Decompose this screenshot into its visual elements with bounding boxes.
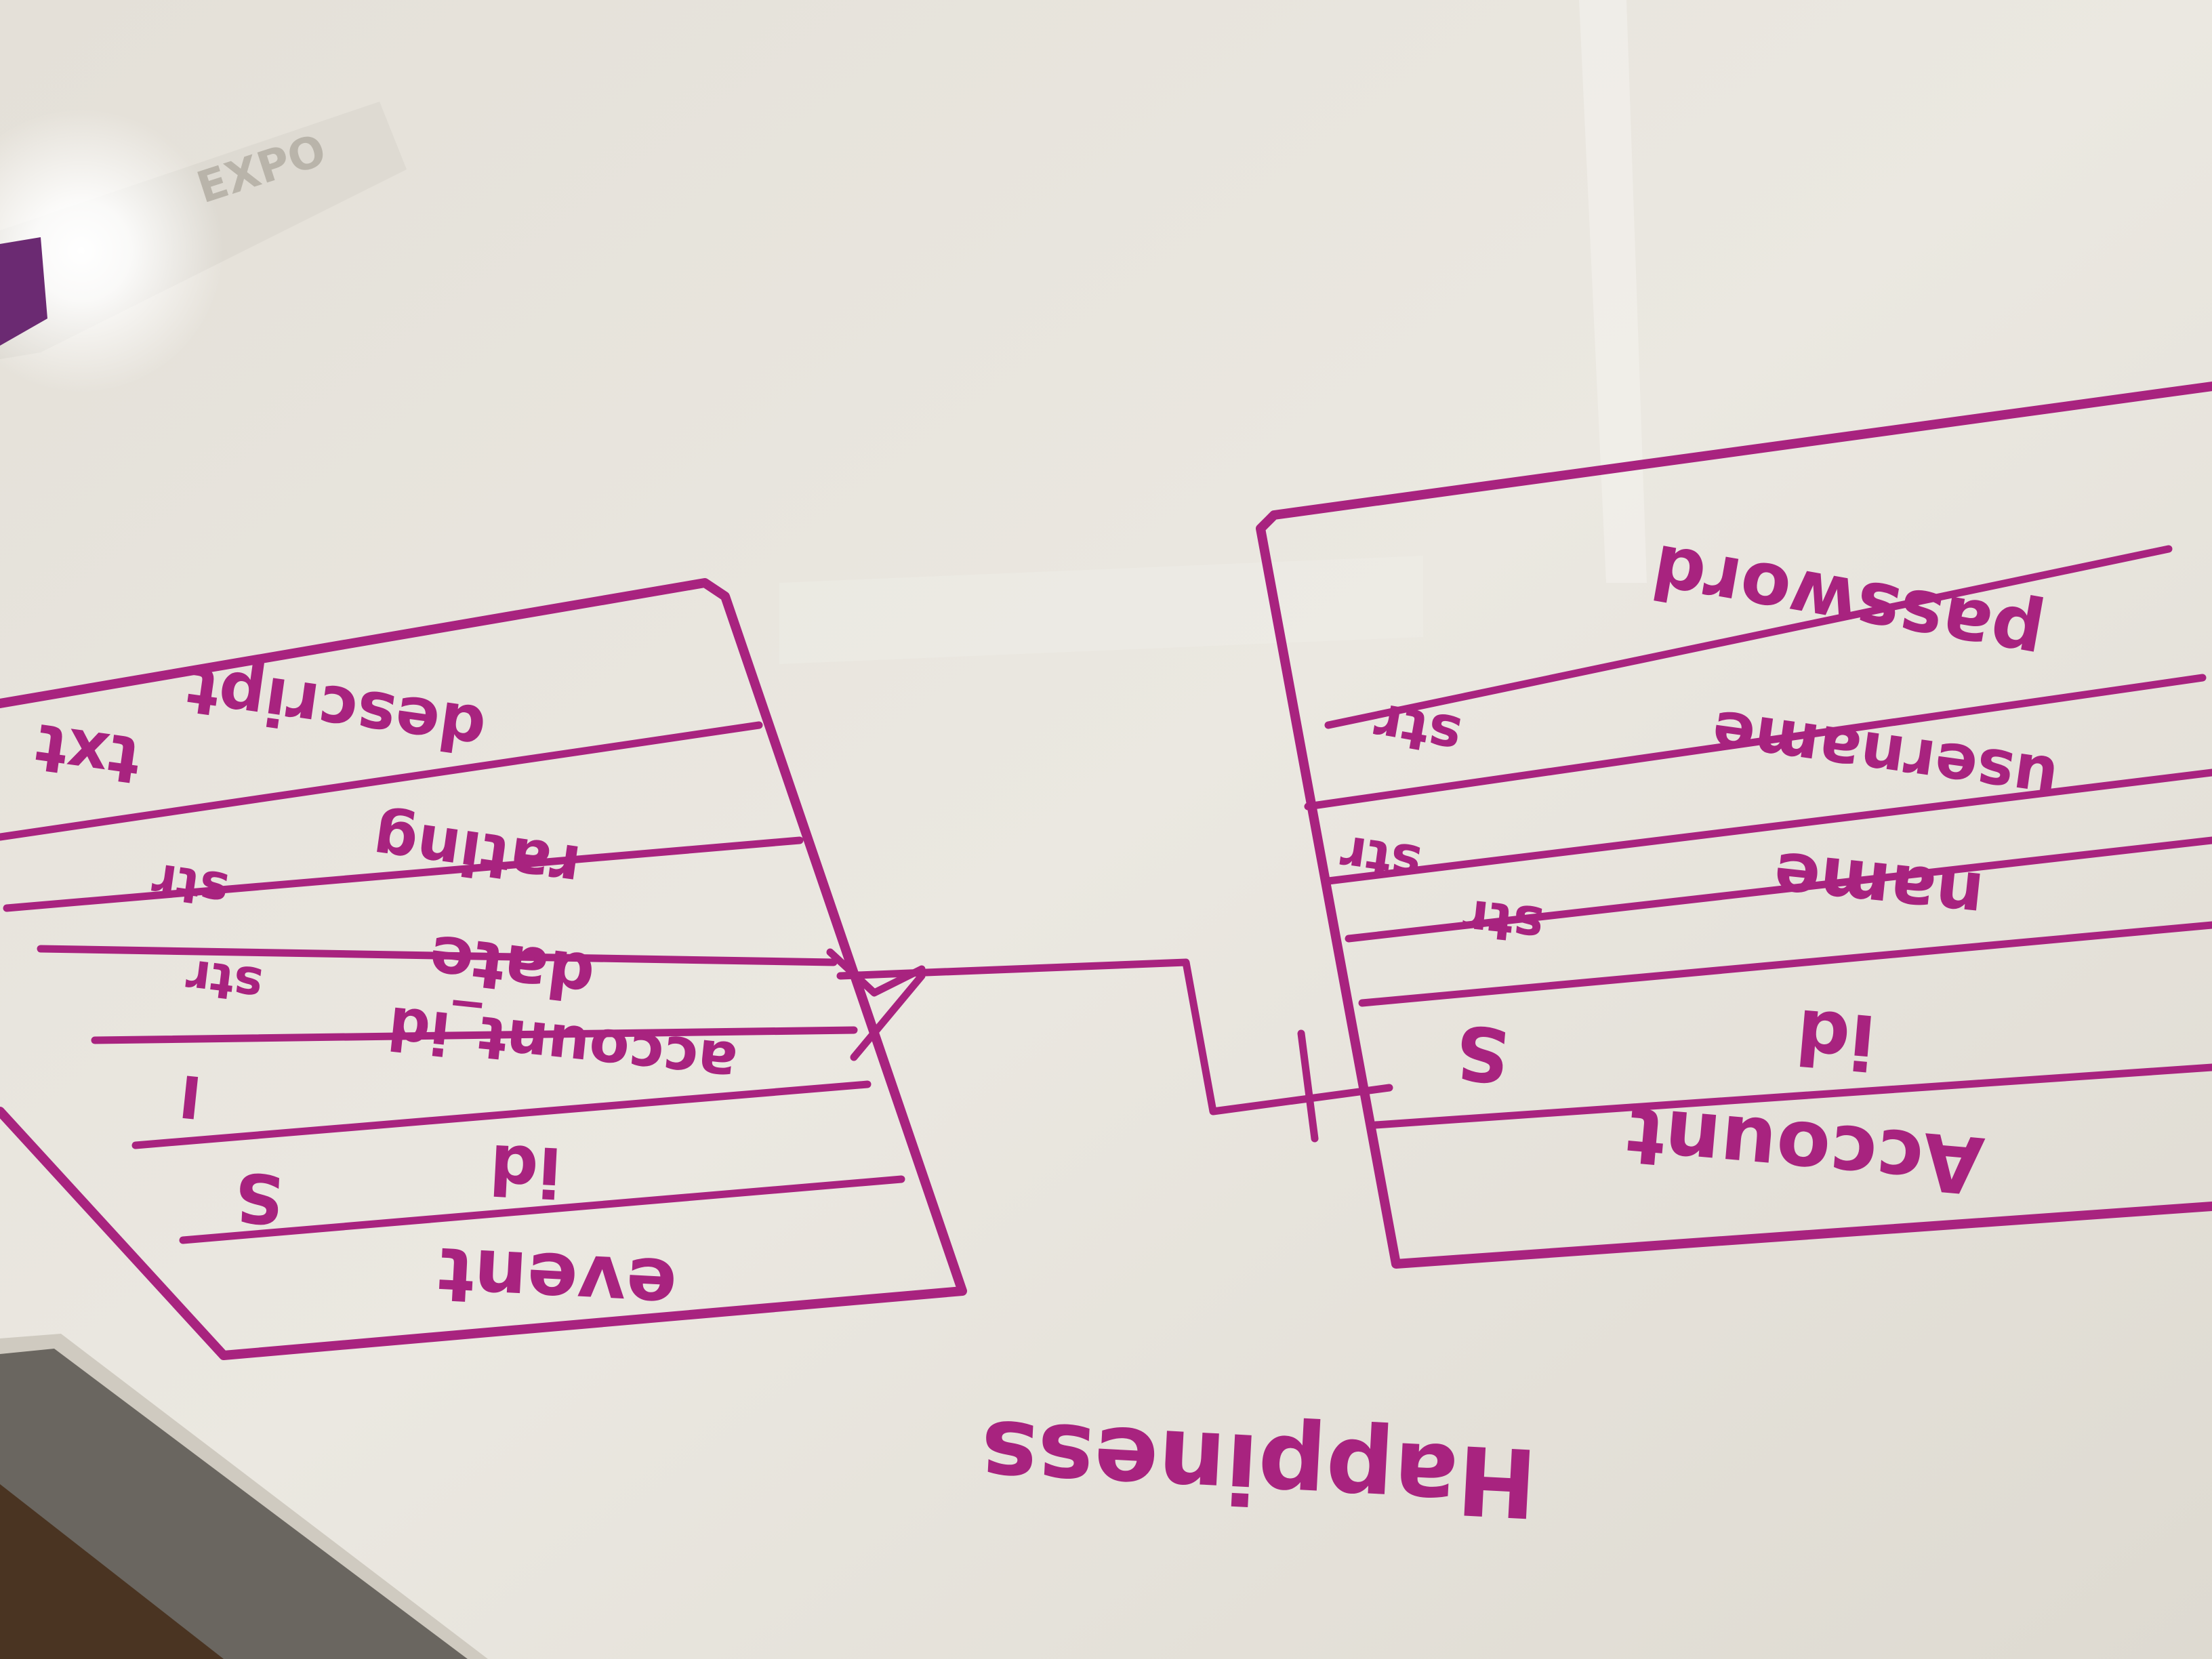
table-title-event: event bbox=[436, 1231, 678, 1330]
field-type: S bbox=[232, 1157, 285, 1239]
field-type: str bbox=[148, 852, 232, 919]
light-reflection bbox=[1579, 0, 1647, 583]
board-frame-edge bbox=[0, 1334, 488, 1659]
wood-cabinet bbox=[0, 1484, 224, 1659]
field-type: str bbox=[182, 948, 266, 1014]
light-reflection bbox=[779, 556, 1423, 664]
field-name: id bbox=[487, 1128, 563, 1211]
field-name: id bbox=[1793, 992, 1879, 1086]
account-table-outline bbox=[1256, 382, 2212, 1269]
field-type: S bbox=[1452, 1008, 1513, 1099]
event-table-outline bbox=[0, 578, 967, 1360]
relationship-connector bbox=[826, 948, 1393, 1143]
field-type: str bbox=[1336, 824, 1425, 895]
field-type: txt bbox=[30, 709, 144, 798]
field-type: str bbox=[1369, 690, 1467, 769]
field-type: str bbox=[1460, 888, 1547, 956]
